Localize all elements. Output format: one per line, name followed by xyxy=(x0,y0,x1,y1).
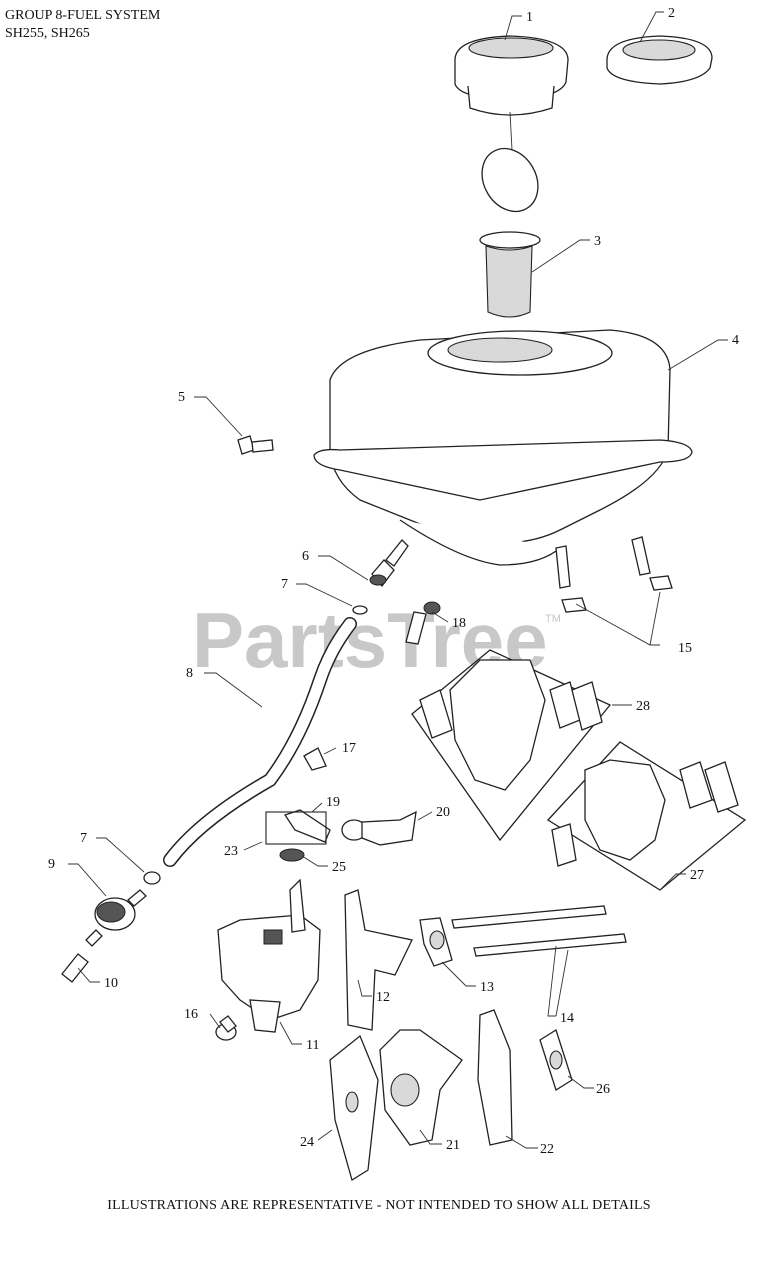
callout-22: 22 xyxy=(540,1142,554,1157)
callout-24: 24 xyxy=(300,1135,314,1150)
part-7-hose-clamp[interactable] xyxy=(143,605,368,885)
callout-27: 27 xyxy=(690,868,704,883)
callout-numbers: 1 2 3 4 5 6 7 8 18 15 28 17 19 20 23 25 … xyxy=(48,6,739,1157)
callout-19: 19 xyxy=(326,795,340,810)
callout-7-lower: 7 xyxy=(80,831,87,846)
callout-14: 14 xyxy=(560,1011,574,1026)
callout-20: 20 xyxy=(436,805,450,820)
callout-4: 4 xyxy=(732,333,739,348)
part-8-fuel-line[interactable] xyxy=(163,617,357,867)
part-19-choke-lever[interactable] xyxy=(265,809,331,845)
part-21-insulator[interactable] xyxy=(379,1029,463,1146)
callout-25: 25 xyxy=(332,860,346,875)
callout-10: 10 xyxy=(104,976,118,991)
callout-18: 18 xyxy=(452,616,466,631)
part-4-fuel-tank[interactable] xyxy=(313,329,693,589)
callout-9: 9 xyxy=(48,857,55,872)
part-12-insulator[interactable] xyxy=(344,889,413,1031)
callout-8: 8 xyxy=(186,666,193,681)
diagram-title: GROUP 8-FUEL SYSTEM xyxy=(5,8,161,23)
callout-21: 21 xyxy=(446,1138,460,1153)
callout-5: 5 xyxy=(178,390,185,405)
part-14-studs[interactable] xyxy=(451,905,627,957)
callout-28: 28 xyxy=(636,699,650,714)
callout-16: 16 xyxy=(184,1007,198,1022)
model-numbers: SH255, SH265 xyxy=(5,26,90,41)
part-16-drain-screw[interactable] xyxy=(215,1015,237,1041)
part-3-fuel-strainer[interactable] xyxy=(479,231,541,318)
callout-11: 11 xyxy=(306,1038,319,1053)
part-2-cap-gasket[interactable] xyxy=(606,35,713,85)
callout-12: 12 xyxy=(376,990,390,1005)
part-1-fuel-cap[interactable] xyxy=(454,35,569,222)
part-20-throttle-lever[interactable] xyxy=(341,810,417,846)
part-15-nuts[interactable] xyxy=(561,575,673,613)
part-18-fuel-fitting[interactable] xyxy=(405,601,441,645)
part-5-bolt[interactable] xyxy=(237,435,274,455)
leader-lines xyxy=(68,11,728,1149)
part-26-gasket[interactable] xyxy=(539,1029,573,1091)
part-17-clip[interactable] xyxy=(303,747,327,771)
part-22-insulator[interactable] xyxy=(477,1009,513,1146)
callout-2: 2 xyxy=(668,6,675,21)
part-11-carburetor[interactable] xyxy=(217,878,321,1033)
callout-17: 17 xyxy=(342,741,356,756)
part-24-gasket-plate[interactable] xyxy=(329,1034,379,1182)
callout-23: 23 xyxy=(224,844,238,859)
part-27-carburetor-kit[interactable] xyxy=(546,741,747,891)
part-9-fuel-filter[interactable] xyxy=(85,889,147,947)
callout-26: 26 xyxy=(596,1082,610,1097)
callout-6: 6 xyxy=(302,549,309,564)
watermark-trademark: TM xyxy=(545,613,561,625)
callout-1: 1 xyxy=(526,10,533,25)
disclaimer-footer: ILLUSTRATIONS ARE REPRESENTATIVE - NOT I… xyxy=(107,1198,651,1213)
part-13-gasket[interactable] xyxy=(419,917,453,967)
part-10-hose-connector[interactable] xyxy=(61,953,89,983)
callout-13: 13 xyxy=(480,980,494,995)
callout-3: 3 xyxy=(594,234,601,249)
part-28-carburetor-kit[interactable] xyxy=(411,649,612,842)
part-25-seal[interactable] xyxy=(279,848,305,862)
callout-7-upper: 7 xyxy=(281,577,288,592)
part-6-fuel-valve[interactable] xyxy=(369,539,409,588)
callout-15: 15 xyxy=(678,641,692,656)
